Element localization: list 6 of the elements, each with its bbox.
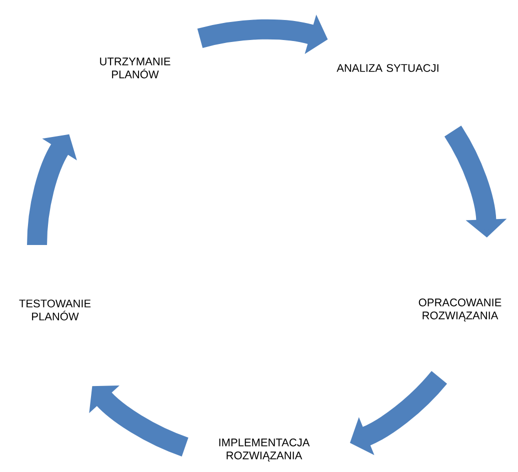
step-label: UTRZYMANIE PLANÓW	[100, 58, 170, 78]
step-label: ANALIZA SYTUACJI	[336, 64, 438, 72]
step-label: TESTOWANIE PLANÓW	[19, 300, 91, 320]
curved-arrow	[89, 386, 189, 456]
step-label: OPRACOWANIE ROZWIĄZANIA	[418, 298, 502, 322]
step-label: IMPLEMENTACJA ROZWIĄZANIA	[219, 438, 310, 462]
